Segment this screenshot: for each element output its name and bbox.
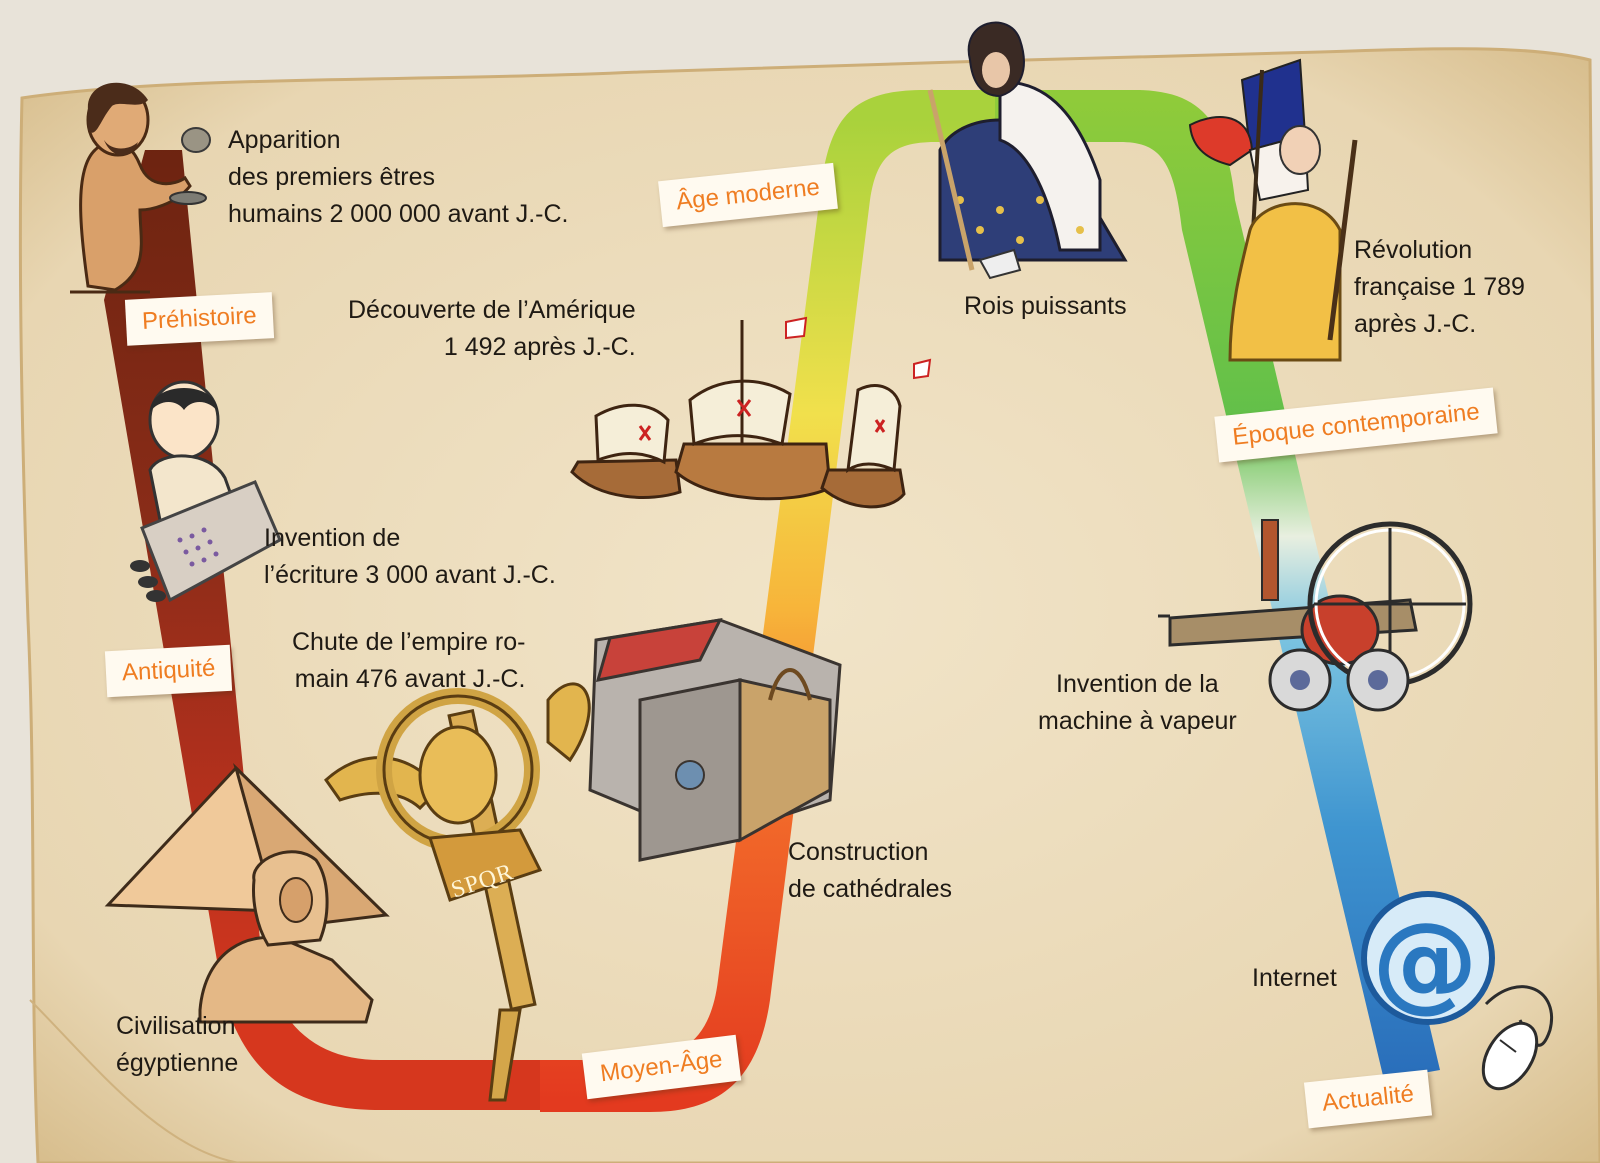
period-prehistoire: Préhistoire [124,292,274,346]
event-vapeur: Invention de la machine à vapeur [1038,670,1237,735]
event-rois: Rois puissants [964,292,1127,320]
at-symbol: @ [1372,900,1478,1023]
roman-eagle-standard-icon: SPQR [324,682,591,1102]
sphinx-icon [198,850,374,1024]
event-revolution: Révolution française 1 789 après J.-C. [1354,236,1525,338]
computer-mouse-icon [1481,985,1553,1091]
event-ecriture: Invention de l’écriture 3 000 avant J.-C… [264,524,556,589]
event-apparition: Apparition des premiers êtres humains 2 … [228,126,569,228]
parchment-fold [29,999,241,1163]
scribe-icon [130,380,282,603]
period-antiquite: Antiquité [104,644,233,698]
event-cathedrales: Construction de cathédrales [788,838,953,903]
event-chute-empire: Chute de l’empire ro- main 476 avant J.-… [292,628,526,693]
king-icon [927,21,1128,280]
cathedral-icon [588,618,842,862]
timeline-band-right [995,90,1440,1080]
at-sign-icon: @ [1361,891,1495,1025]
timeline-band-middle [540,90,1000,1112]
event-amerique: Découverte de l’Amérique 1 492 après J.-… [348,296,636,361]
caveman-icon [70,82,211,294]
caravel-ships-icon [570,316,932,509]
liberty-marianne-icon [1188,58,1358,362]
event-egypte: Civilisation égyptienne [116,1012,239,1077]
event-internet: Internet [1252,964,1337,992]
steam-locomotive-icon [1158,519,1473,712]
